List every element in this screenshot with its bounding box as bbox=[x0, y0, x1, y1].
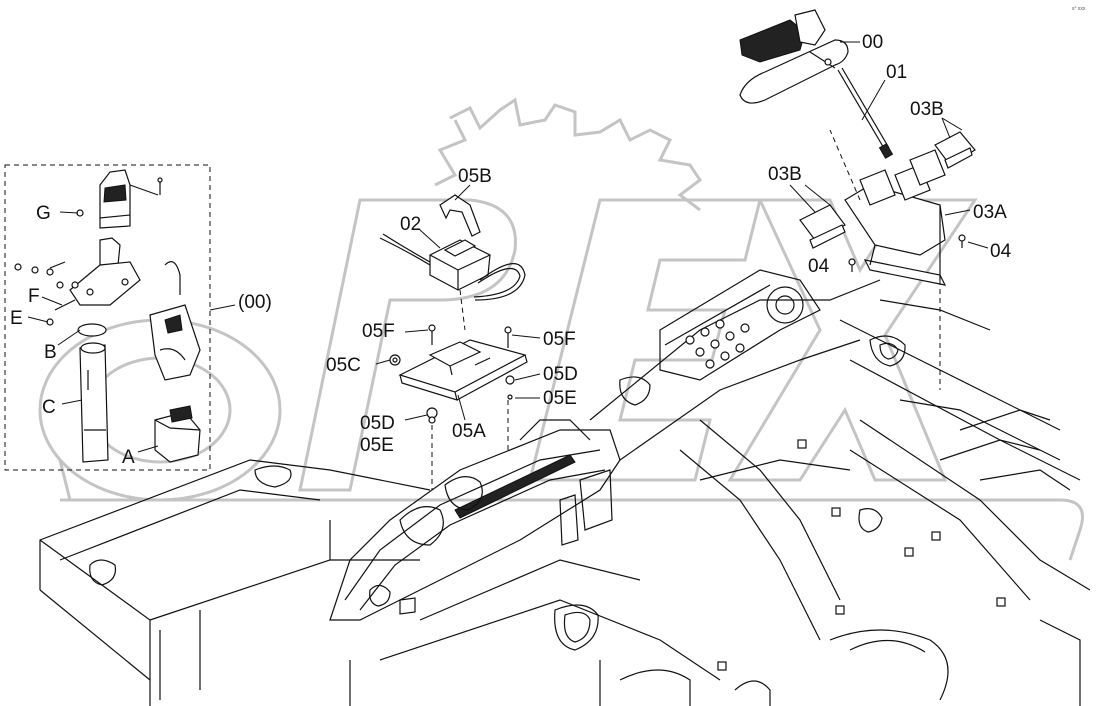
callout-g: G bbox=[36, 203, 51, 224]
box-02 bbox=[379, 233, 526, 301]
callout-05d-left: 05D bbox=[360, 413, 395, 434]
screws-04 bbox=[848, 234, 989, 272]
center-console bbox=[329, 419, 621, 621]
callout-02: 02 bbox=[400, 214, 421, 235]
callout-05d-right: 05D bbox=[543, 364, 578, 385]
watermark-logo bbox=[38, 97, 1084, 561]
cable-01 bbox=[837, 67, 894, 159]
boom-rail bbox=[589, 269, 1091, 671]
callout-03b-left: 03B bbox=[768, 164, 802, 185]
callout-labels: 00 01 03B 03B 03A 04 04 05B 02 05F 05F 0… bbox=[10, 32, 1012, 468]
callout-05c: 05C bbox=[326, 355, 361, 376]
callout-00-paren: (00) bbox=[238, 292, 272, 313]
leaders-05 bbox=[375, 184, 541, 490]
clip-05b bbox=[439, 194, 481, 237]
callout-c: C bbox=[42, 397, 56, 418]
callout-03a: 03A bbox=[973, 202, 1007, 223]
callout-05f-right: 05F bbox=[543, 329, 576, 350]
subassembly-parts bbox=[14, 169, 201, 463]
fasteners-05 bbox=[389, 324, 515, 424]
machine-frame bbox=[39, 459, 1081, 706]
tread-plate bbox=[685, 319, 750, 369]
leader-dash-1 bbox=[829, 129, 861, 201]
corner-mark: s° xxx bbox=[1072, 6, 1086, 12]
bracket-03a bbox=[844, 149, 971, 286]
callout-05f-left: 05F bbox=[362, 321, 395, 342]
leaders-left bbox=[27, 184, 236, 453]
callout-05e-right: 05E bbox=[543, 388, 577, 409]
callout-04-right: 04 bbox=[990, 241, 1012, 262]
callout-04-left: 04 bbox=[808, 256, 830, 277]
callout-05e-left: 05E bbox=[360, 435, 394, 456]
callout-03b-right: 03B bbox=[910, 99, 944, 120]
callout-05a: 05A bbox=[452, 421, 486, 442]
callout-05b: 05B bbox=[458, 166, 492, 187]
callout-e: E bbox=[10, 308, 23, 329]
clip-03b-left bbox=[789, 184, 846, 249]
subassembly-box bbox=[4, 164, 211, 471]
callout-01: 01 bbox=[886, 62, 907, 83]
mount-05a bbox=[398, 339, 528, 401]
joystick-handle bbox=[739, 9, 860, 104]
callout-f: F bbox=[28, 286, 40, 307]
callout-a: A bbox=[122, 447, 135, 468]
callout-b: B bbox=[44, 342, 57, 363]
clip-03b-right bbox=[934, 117, 976, 169]
callout-00: 00 bbox=[862, 32, 883, 53]
